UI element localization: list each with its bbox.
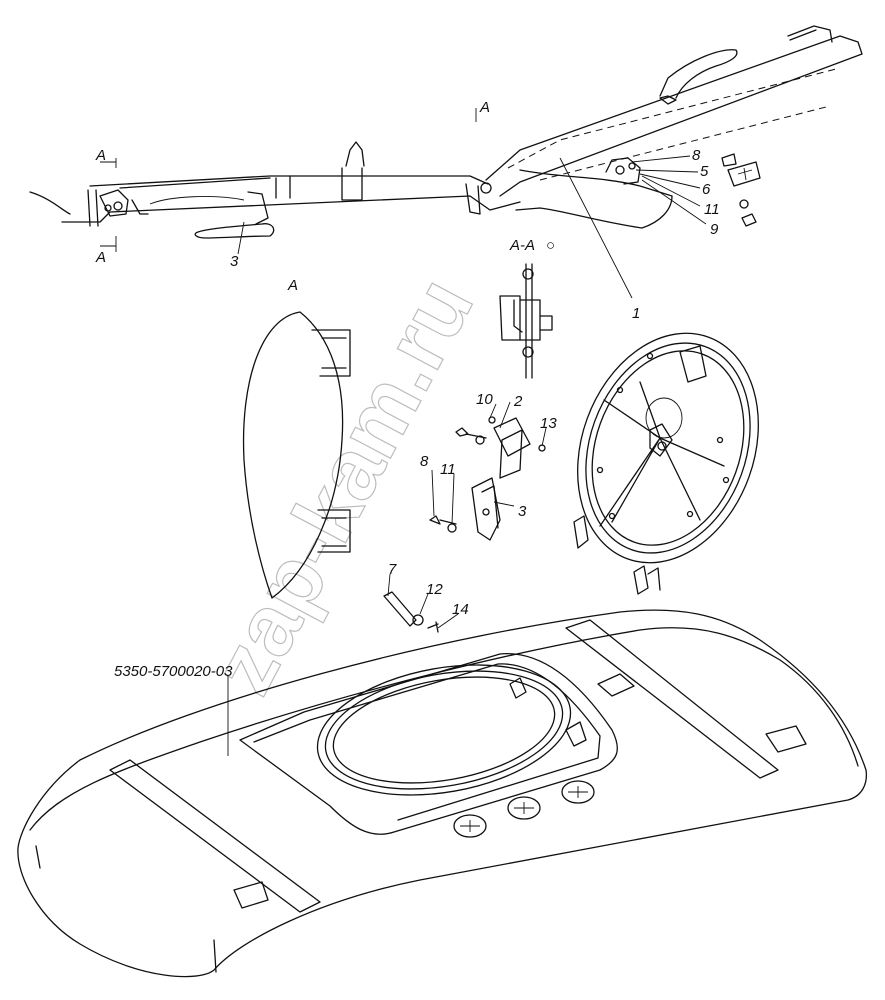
hatch-side-view	[29, 25, 863, 239]
callout-7: 7	[388, 561, 397, 578]
section-cut-label-top: A	[95, 147, 106, 164]
labels: A A A A-A ○ A 5350-5700020-03 1 2 3 3 5 …	[95, 99, 720, 680]
callout-2: 2	[513, 393, 523, 410]
callout-1: 1	[632, 305, 640, 322]
section-a-a-title: A-A	[509, 237, 535, 254]
callout-8-mid: 8	[420, 453, 429, 470]
callout-3-mid: 3	[518, 503, 527, 520]
callout-13: 13	[540, 415, 557, 432]
view-arrow-label: A	[479, 99, 490, 116]
callout-6: 6	[702, 181, 711, 198]
callout-8-top: 8	[692, 147, 701, 164]
callout-11-mid: 11	[440, 461, 456, 478]
callout-9: 9	[710, 221, 719, 238]
leaders-middle	[387, 401, 547, 629]
exploded-hinge-parts	[383, 416, 546, 633]
callout-5: 5	[700, 163, 709, 180]
callout-10: 10	[476, 391, 493, 408]
callout-12: 12	[426, 581, 443, 598]
fastener-group-top	[721, 153, 761, 227]
callout-11-top: 11	[704, 201, 720, 218]
cabin-roof-panel	[17, 609, 868, 978]
leaders-top	[100, 108, 707, 299]
section-a-a-bracket	[499, 263, 553, 379]
callout-3-top: 3	[230, 253, 239, 270]
callout-14: 14	[452, 601, 469, 618]
hatch-frame-ring	[573, 332, 759, 595]
detail-a-title: A	[287, 277, 298, 294]
section-cut-label-bottom: A	[95, 249, 106, 266]
detail-a-view	[242, 311, 351, 599]
part-number-label: 5350-5700020-03	[114, 663, 233, 680]
section-symbol: ○	[546, 237, 555, 254]
